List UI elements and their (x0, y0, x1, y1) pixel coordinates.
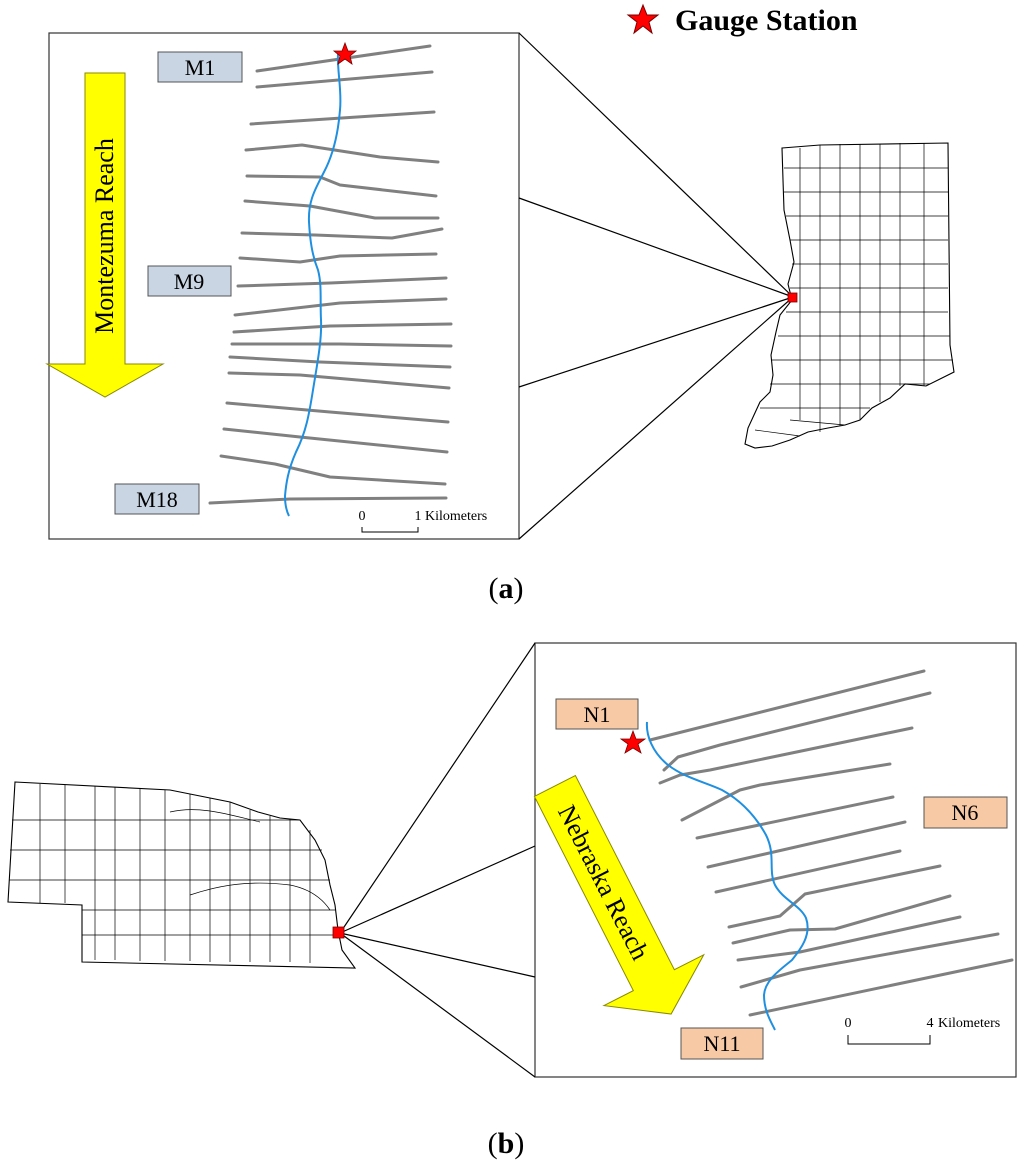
legend-label: Gauge Station (675, 4, 858, 37)
transect (748, 958, 1014, 1017)
panel-b-caption: (b) (488, 1127, 525, 1160)
panel-a-caption: (a) (489, 572, 524, 605)
section-label-m9: M9 (147, 265, 232, 297)
nebraska-state-map (7, 781, 357, 969)
transect (238, 252, 438, 264)
transect (219, 454, 447, 486)
transect (227, 371, 451, 390)
transect (680, 762, 892, 822)
indiana-state-map (744, 142, 955, 449)
montezuma-site-marker (787, 292, 798, 303)
transect (233, 297, 448, 317)
scale-unit-a: Kilometers (425, 509, 487, 524)
montezuma-reach-label: Montezuma Reach (90, 138, 119, 334)
transect (240, 227, 444, 240)
transect (727, 864, 942, 929)
nebraska-county-lines (9, 784, 340, 963)
section-label-n1-text: N1 (584, 702, 611, 727)
transect (230, 342, 453, 348)
scale-bar-a: 0 1 Kilometers (359, 509, 487, 533)
gauge-station-marker-nebraska (619, 729, 647, 754)
montezuma-reach-arrow (45, 72, 165, 398)
gauge-station-marker-montezuma (332, 41, 358, 65)
transect (236, 276, 448, 288)
panel-b: N1 N6 N11 Nebraska Reach 0 4 Kilometers (7, 642, 1017, 1160)
scale-zero-b: 0 (845, 1016, 852, 1031)
panel-a: M1 M9 M18 Montezuma Reach 0 1 Kilometers (45, 32, 955, 605)
scale-end-b: 4 (927, 1016, 934, 1031)
section-label-n6: N6 (923, 796, 1008, 829)
transect (662, 691, 932, 772)
section-label-m18: M18 (114, 483, 200, 515)
transect (222, 427, 449, 454)
scale-zero-a: 0 (359, 509, 366, 524)
transect (245, 174, 438, 198)
inset-connector-lines-a (518, 32, 794, 540)
transect (695, 795, 895, 840)
inset-connector-lines-b (339, 642, 536, 1078)
section-label-n11-text: N11 (703, 1031, 740, 1056)
transect (255, 70, 434, 89)
wabash-river-line (283, 53, 342, 517)
montezuma-transects (208, 44, 453, 505)
transect (232, 322, 453, 334)
indiana-outline (744, 142, 955, 449)
nebraska-transects (648, 669, 1014, 1017)
section-label-m1-text: M1 (185, 55, 216, 80)
transect (739, 932, 1000, 989)
scale-bar-b: 0 4 Kilometers (845, 1016, 1000, 1045)
transect (658, 726, 914, 785)
legend: Gauge Station (626, 3, 858, 37)
transect (648, 669, 926, 742)
section-label-n11: N11 (680, 1027, 764, 1060)
section-label-n1: N1 (555, 698, 639, 730)
transect (228, 355, 452, 369)
nebraska-reach-arrow (533, 774, 705, 1015)
transect (243, 199, 440, 220)
transect (225, 401, 450, 424)
transect (244, 143, 440, 164)
transect (731, 894, 952, 945)
section-label-m9-text: M9 (174, 269, 205, 294)
transect (249, 110, 436, 126)
transect (706, 820, 907, 869)
scale-end-a: 1 (415, 509, 422, 524)
transect (736, 915, 962, 962)
nebraska-site-marker (332, 926, 345, 939)
scale-unit-b: Kilometers (938, 1016, 1000, 1031)
gauge-star-legend-icon (626, 3, 660, 35)
section-label-m18-text: M18 (136, 487, 178, 512)
section-label-m1: M1 (157, 51, 243, 83)
transect (208, 496, 448, 505)
indiana-county-lines (754, 143, 953, 437)
section-label-n6-text: N6 (952, 800, 979, 825)
platte-river-line (645, 721, 809, 1031)
transect (714, 849, 902, 894)
